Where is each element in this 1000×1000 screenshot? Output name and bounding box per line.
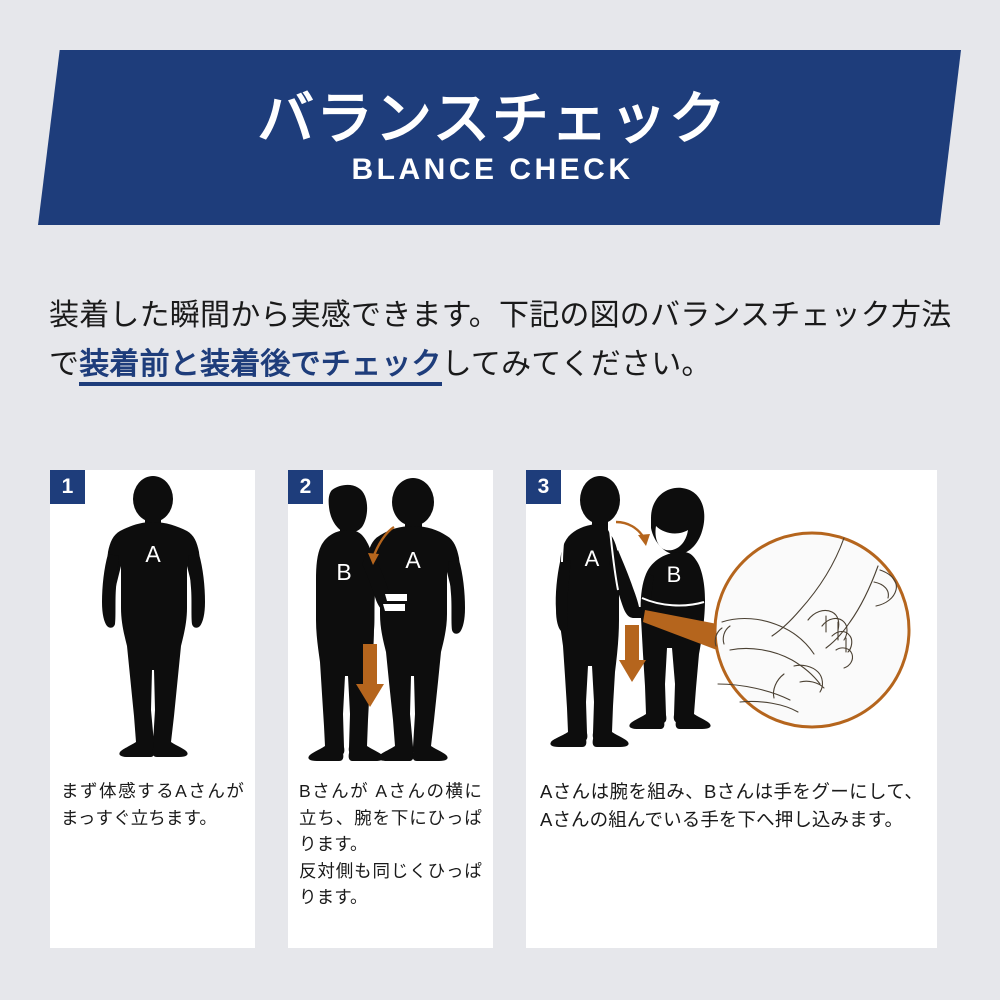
person-b-silhouette [629,487,711,729]
step-card-2: 2 A [288,470,493,948]
figure-label-a: A [145,541,161,567]
person-a-silhouette [550,476,652,747]
grip-highlight [385,594,407,601]
step-card-1: 1 A [50,470,255,948]
steps-card-row: 1 A [50,470,950,948]
step-figure-1: A [50,470,255,770]
curved-arrow-icon [368,525,395,565]
down-arrow-icon [619,625,646,682]
header-banner-area: バランスチェック BLANCE CHECK [0,0,1000,232]
person-a-silhouette [361,478,465,761]
figure-label-b: B [667,562,682,587]
step-figure-3: A B [526,470,937,770]
person-a-silhouette [102,476,205,757]
lead-emphasis: 装着前と装着後でチェック [79,347,442,386]
magnifier-connector [643,610,738,658]
step-figure-2: A B [288,470,493,770]
lead-paragraph: 装着した瞬間から実感できます。下記の図のバランスチェック方法で装着前と装着後でチ… [49,292,964,389]
grip-highlight-2 [383,604,405,611]
magnified-hands-inset [713,531,911,729]
header-banner: バランスチェック BLANCE CHECK [38,50,961,225]
figure-label-b: B [336,559,351,585]
step-badge-3: 3 [526,470,561,504]
step-badge-2: 2 [288,470,323,504]
curved-arrow-icon [615,520,650,546]
step-caption-2: Bさんが Aさんの横に立ち、腕を下にひっぱります。 反対側も同じくひっぱります。 [299,781,482,908]
step-badge-1: 1 [50,470,85,504]
step-caption-3: Aさんは腕を組み、Bさんは手をグーにして、Aさんの組んでいる手を下へ押し込みます… [540,781,923,830]
figure-label-a: A [585,546,600,571]
step-card-3: 3 A [526,470,937,948]
down-arrow-icon [356,644,384,707]
figure-label-a: A [405,547,421,573]
lead-text-before: 装着した瞬間から実感できます。下記の図のバランスチェック方法で [49,299,952,381]
person-b-silhouette [308,484,406,761]
step-caption-1: まず体感するAさんがまっすぐ立ちます。 [61,781,244,828]
lead-text-after: してみてください。 [441,347,712,381]
page-subtitle: BLANCE CHECK [351,153,634,187]
page-title: バランスチェック [257,86,728,151]
